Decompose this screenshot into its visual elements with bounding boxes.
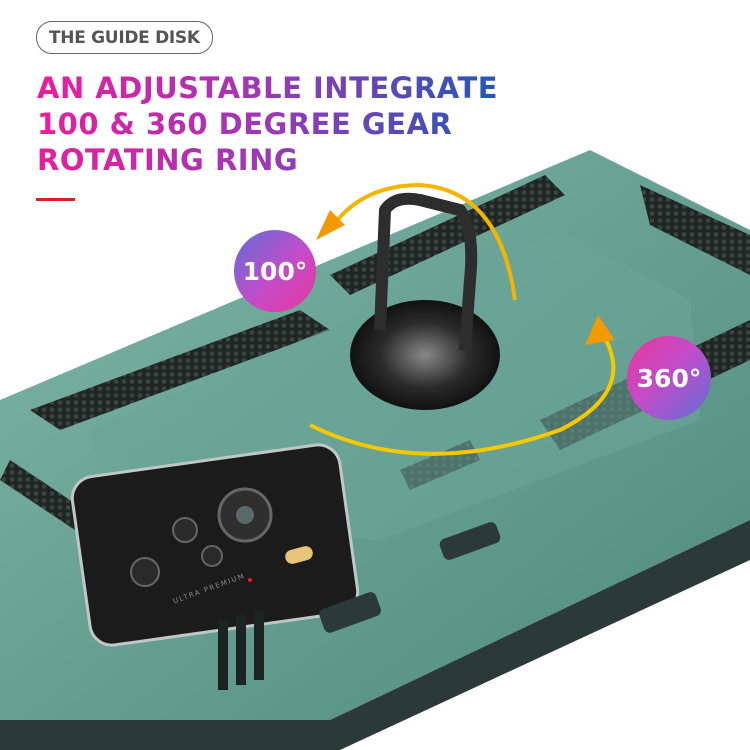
headline-line-3: ROTATING RING <box>37 143 299 177</box>
angle-badge-360: 360° <box>627 336 711 420</box>
ring-disk <box>350 300 500 410</box>
grip-panel <box>30 310 330 430</box>
ring-holder <box>374 192 478 351</box>
headline: AN ADJUSTABLE INTEGRATED 100 & 360 DEGRE… <box>37 70 497 178</box>
grip-panel <box>330 175 565 295</box>
headline-line-2: 100 & 360 DEGREE GEAR <box>37 107 453 141</box>
headline-line-1: AN ADJUSTABLE INTEGRATED <box>37 71 523 105</box>
grip-panel <box>640 185 750 275</box>
section-label-pill: THE GUIDE DISK <box>36 21 213 54</box>
camera-module <box>70 443 360 647</box>
ribbed-bumper <box>218 610 264 690</box>
accent-divider <box>36 198 75 201</box>
angle-badge-100: 100° <box>234 230 316 312</box>
arrow-100-head <box>316 210 345 240</box>
arrow-100 <box>328 182 517 301</box>
arrow-360 <box>309 328 616 456</box>
arrow-360-head <box>585 315 615 345</box>
